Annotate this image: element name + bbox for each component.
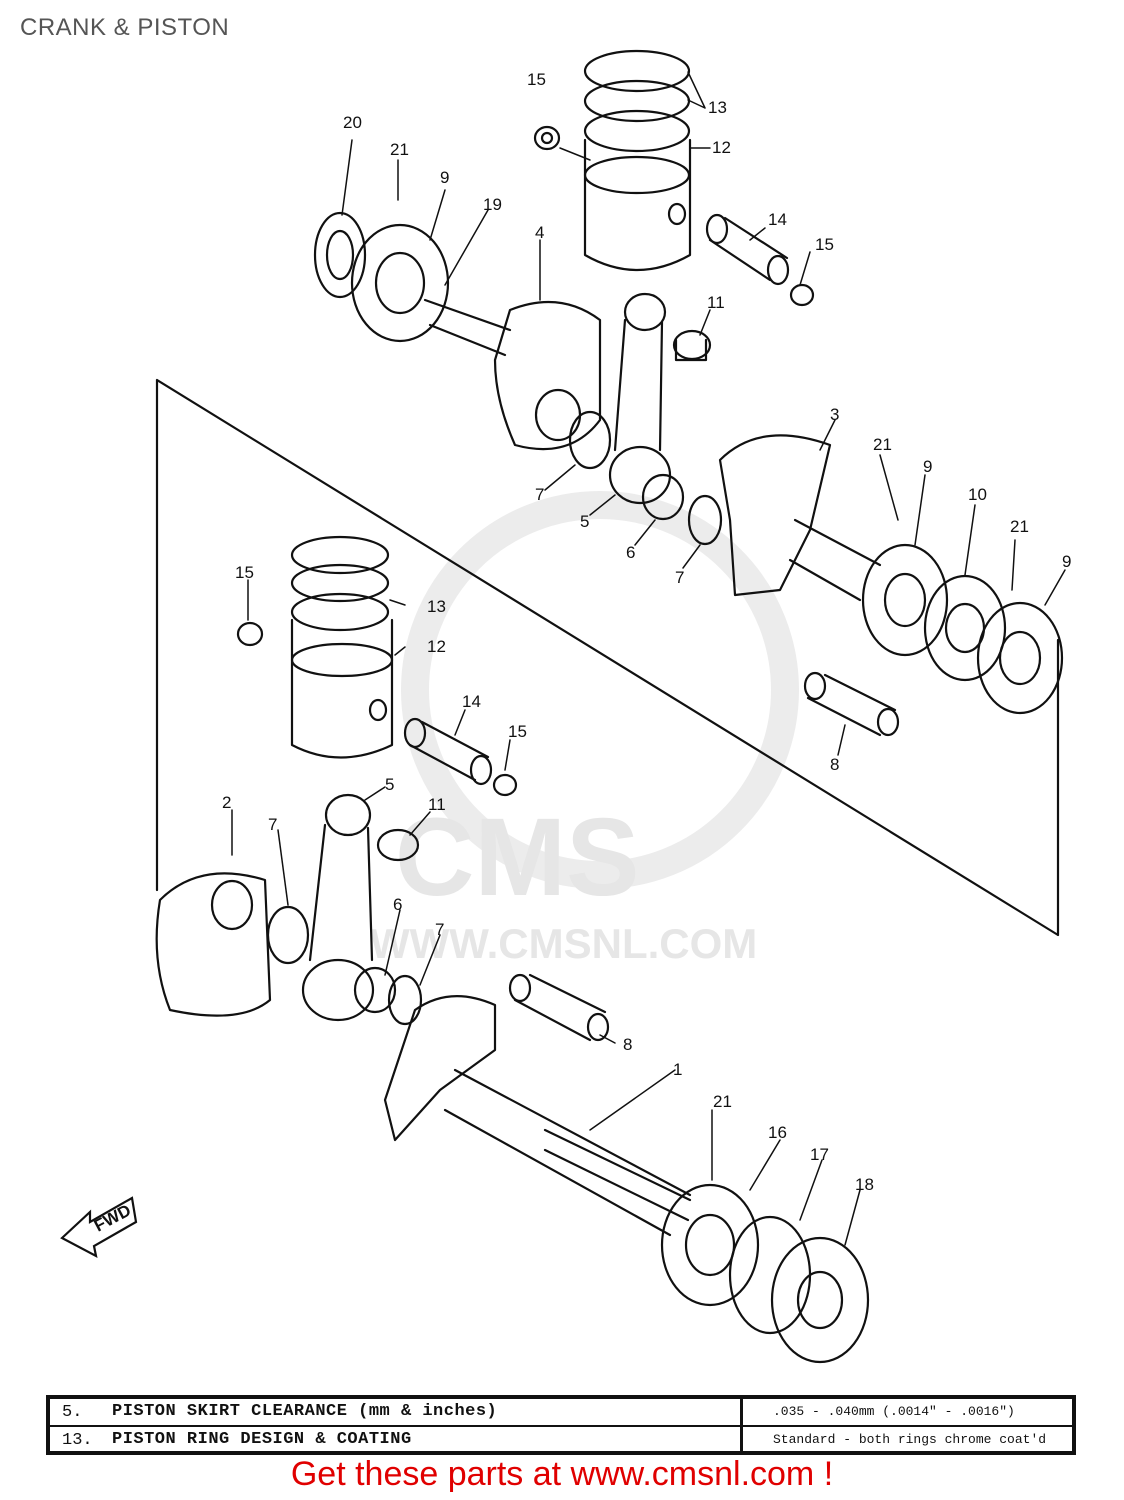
callout-1: 1	[673, 1060, 682, 1079]
callout-18: 18	[855, 1175, 874, 1194]
needle-bearing-6-lower	[353, 966, 397, 1014]
callout-14-b: 14	[462, 692, 481, 711]
needle-bearing-11-lower	[376, 828, 420, 862]
spec-name: PISTON RING DESIGN & COATING	[112, 1430, 412, 1449]
circlip-lower-left	[236, 621, 264, 647]
callout-5-b: 5	[385, 775, 394, 794]
spec-row: 13. PISTON RING DESIGN & COATING Standar…	[50, 1427, 1072, 1453]
crank-pin-8-lower	[508, 973, 610, 1042]
needle-bearing-11-upper	[672, 329, 712, 362]
spec-value: .035 - .040mm (.0014" - .0016")	[740, 1399, 1072, 1425]
piston-upper	[583, 49, 692, 271]
callout-5-a: 5	[580, 512, 589, 531]
callout-13-a: 13	[708, 98, 727, 117]
washer-7-lower-b	[387, 974, 423, 1026]
callout-20: 20	[343, 113, 362, 132]
forward-arrow-label: FWD	[91, 1201, 134, 1236]
callout-10: 10	[968, 485, 987, 504]
forward-arrow-icon: FWD	[60, 1196, 138, 1259]
washer-7-upper-a	[568, 410, 612, 470]
callout-21-d: 21	[713, 1092, 732, 1111]
callout-21-c: 21	[1010, 517, 1029, 536]
watermark-url: WWW.CMSNL.COM	[370, 920, 757, 967]
callout-9-a: 9	[440, 168, 449, 187]
crank-half-1	[383, 995, 692, 1237]
bearing-10	[923, 574, 1007, 682]
footer-link[interactable]: Get these parts at www.cmsnl.com !	[290, 1455, 834, 1493]
callout-7-c: 7	[268, 815, 277, 834]
callout-11-b: 11	[428, 795, 446, 814]
circlip-upper-left	[533, 125, 561, 151]
crank-half-2	[155, 872, 272, 1017]
piston-lower	[290, 535, 394, 759]
spec-name: PISTON SKIRT CLEARANCE (mm & inches)	[112, 1402, 498, 1421]
spec-num: 5.	[62, 1403, 83, 1422]
circlip-17	[728, 1215, 812, 1335]
crank-half-4	[423, 298, 602, 451]
page-title: CRANK & PISTON	[20, 14, 230, 41]
crank-pin-8-upper	[803, 671, 900, 737]
callout-17: 17	[810, 1145, 829, 1164]
washer-7-lower-a	[266, 905, 310, 965]
callout-21-a: 21	[390, 140, 409, 159]
callout-13-b: 13	[427, 597, 446, 616]
callout-7-a: 7	[535, 485, 544, 504]
callout-11-a: 11	[707, 293, 725, 312]
piston-pin-upper	[705, 213, 790, 286]
crank-half-3	[718, 434, 882, 602]
callout-8-b: 8	[623, 1035, 632, 1054]
bearing-9-upper	[350, 223, 450, 343]
washer-7-upper-b	[687, 494, 723, 546]
callout-12-a: 12	[712, 138, 731, 157]
needle-bearing-6-upper	[641, 473, 685, 521]
spec-row: 5. PISTON SKIRT CLEARANCE (mm & inches) …	[50, 1399, 1072, 1427]
bearing-9-right-a	[861, 543, 949, 657]
callout-3: 3	[830, 405, 839, 424]
bearing-9-right-b	[976, 601, 1064, 715]
leader-lines	[231, 71, 1066, 1246]
watermark-brand: CMS	[395, 796, 639, 919]
callout-9-c: 9	[1062, 552, 1071, 571]
bearing-16	[660, 1183, 760, 1307]
watermark: CMS WWW.CMSNL.COM	[370, 491, 799, 967]
conrod-lower	[301, 793, 375, 1022]
callout-6-a: 6	[626, 543, 635, 562]
spec-num: 13.	[62, 1431, 93, 1450]
callout-7-b: 7	[675, 568, 684, 587]
circlip-lower-right	[492, 773, 518, 797]
callout-14-a: 14	[768, 210, 787, 229]
callout-2: 2	[222, 793, 231, 812]
callout-9-b: 9	[923, 457, 932, 476]
conrod-upper	[608, 292, 672, 505]
spec-table: 5. PISTON SKIRT CLEARANCE (mm & inches) …	[46, 1395, 1076, 1455]
callout-6-b: 6	[393, 895, 402, 914]
callout-15-d: 15	[508, 722, 527, 741]
callout-21-b: 21	[873, 435, 892, 454]
piston-pin-lower	[403, 717, 493, 786]
circlip-upper-right	[789, 283, 815, 307]
callout-4: 4	[535, 223, 544, 242]
seal-18	[770, 1236, 870, 1364]
callout-12-b: 12	[427, 637, 446, 656]
seal-20	[313, 211, 367, 299]
callout-15-b: 15	[815, 235, 834, 254]
callout-7-d: 7	[435, 920, 444, 939]
assembly-boundary	[155, 378, 1060, 937]
callouts: 15 13 12 20 21 9 19 4 14 15 11 3 21 9 10…	[222, 70, 1071, 1194]
callout-16: 16	[768, 1123, 787, 1142]
callout-15-a: 15	[527, 70, 546, 89]
spec-value: Standard - both rings chrome coat'd	[740, 1427, 1072, 1453]
callout-19: 19	[483, 195, 502, 214]
callout-15-c: 15	[235, 563, 254, 582]
callout-8-a: 8	[830, 755, 839, 774]
